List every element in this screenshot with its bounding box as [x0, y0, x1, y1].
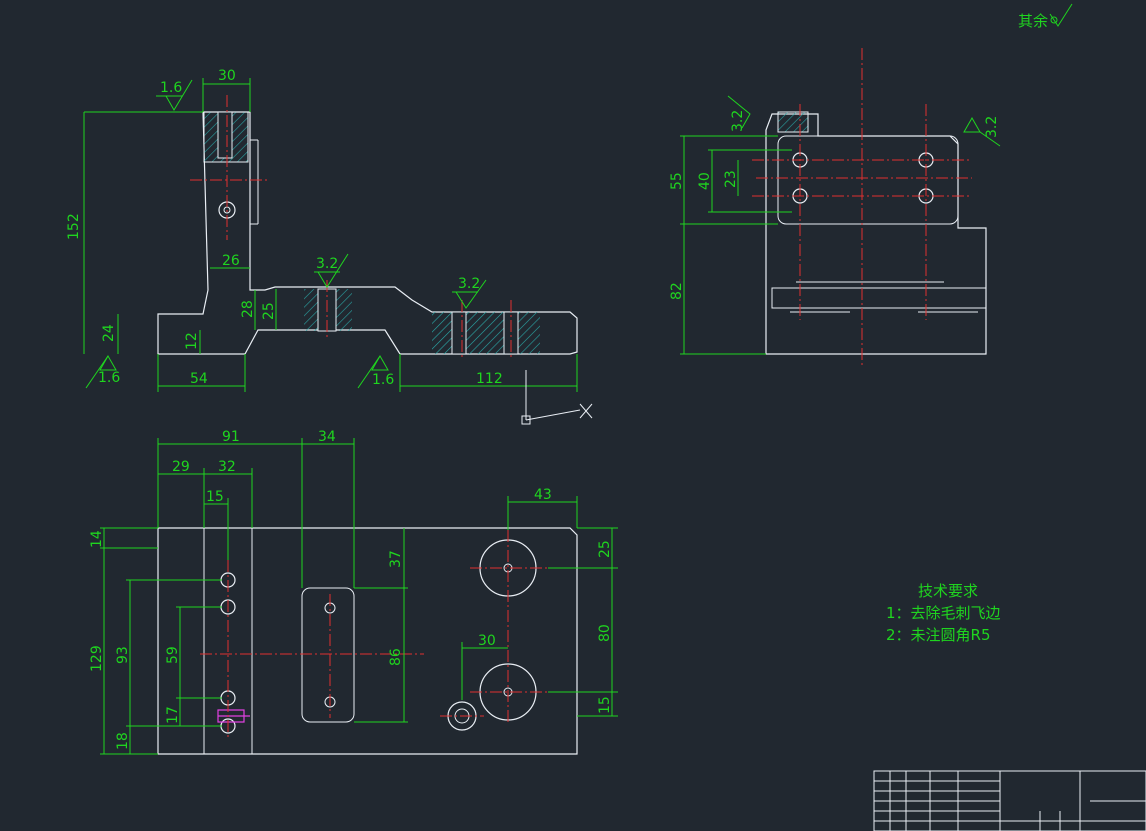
- roughness-front-3: 3.2: [458, 276, 480, 292]
- dim-left-w: 54: [190, 371, 208, 387]
- dim-height: 152: [66, 213, 82, 240]
- dim-plan-17: 17: [165, 706, 181, 724]
- front-view: 30 152 26 28 25 24 12 54 112 1.6 3.2 3.2…: [66, 68, 578, 392]
- surface-finish-note: 其余: [1018, 3, 1073, 30]
- dim-plan-86: 86: [388, 648, 404, 666]
- dim-plan-93: 93: [115, 646, 131, 664]
- dim-neck: 26: [222, 253, 240, 269]
- dim-side-82: 82: [669, 282, 685, 300]
- dim-base-h: 24: [101, 324, 117, 342]
- surface-note-text: 其余: [1018, 12, 1048, 30]
- roughness-front-5: 1.6: [372, 372, 394, 388]
- dim-plan-15: 15: [206, 489, 224, 505]
- title-block: [873, 770, 1146, 831]
- roughness-front-1: 1.6: [160, 80, 182, 96]
- dim-plan-29: 29: [172, 459, 190, 475]
- dim-plan-18: 18: [115, 732, 131, 750]
- dim-slot-h: 28: [240, 300, 256, 318]
- roughness-front-4: 1.6: [98, 370, 120, 386]
- technical-requirements: 技术要求 1：去除毛刺飞边 2：未注圆角R5: [886, 582, 1001, 644]
- dim-step: 12: [184, 332, 200, 350]
- front-view-outline: [157, 111, 578, 355]
- plan-marker: [217, 709, 250, 723]
- dim-side-23: 23: [723, 170, 739, 188]
- dim-plan-43: 43: [534, 487, 552, 503]
- dim-plan-32: 32: [218, 459, 236, 475]
- side-view: 55 40 23 82 3.2 3.2: [669, 48, 1001, 368]
- dim-side-40: 40: [697, 172, 713, 190]
- tech-req-item-1: 1：去除毛刺飞边: [886, 604, 1001, 622]
- dim-top-width: 30: [218, 68, 236, 84]
- roughness-side-2: 3.2: [984, 116, 1000, 138]
- roughness-side-1: 3.2: [730, 110, 746, 132]
- roughness-front-2: 3.2: [316, 256, 338, 272]
- dim-plan-14: 14: [89, 530, 105, 548]
- dim-plan-91: 91: [222, 429, 240, 445]
- dim-right-w: 112: [476, 371, 503, 387]
- dim-plan-15b: 15: [597, 696, 613, 714]
- dim-plan-34: 34: [318, 429, 336, 445]
- dim-plan-25: 25: [597, 540, 613, 558]
- tech-req-title: 技术要求: [918, 582, 978, 600]
- dim-plan-80: 80: [597, 624, 613, 642]
- dim-side-55: 55: [669, 172, 685, 190]
- dim-plan-30: 30: [478, 633, 496, 649]
- tech-req-item-2: 2：未注圆角R5: [886, 626, 991, 644]
- dim-plan-129: 129: [89, 645, 105, 672]
- side-view-outline: [765, 113, 987, 355]
- dim-slot-d: 25: [261, 302, 277, 320]
- plan-view: 91 34 29 32 15 43 30 14 129 93 59 17 18 …: [89, 429, 618, 755]
- dim-plan-59: 59: [165, 646, 181, 664]
- dim-plan-37: 37: [388, 550, 404, 568]
- plan-view-outline: [157, 527, 578, 755]
- ucs-icon: [521, 370, 593, 425]
